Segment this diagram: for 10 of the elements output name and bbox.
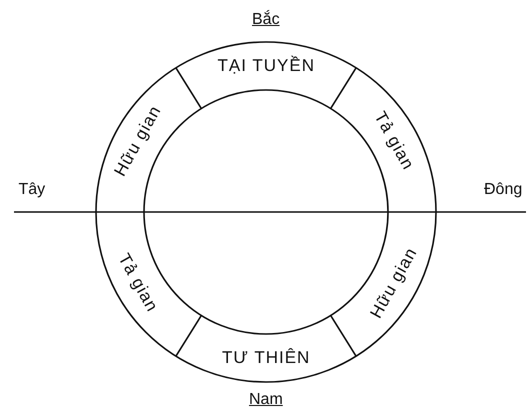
ring-segment-label: Tả gian bbox=[369, 108, 418, 174]
ring-segment-label: Hữu gian bbox=[110, 102, 166, 180]
direction-label: Tây bbox=[18, 181, 46, 199]
ring-segment-label: Tả gian bbox=[114, 250, 162, 316]
ring-segment-label: TẠI TUYỀN bbox=[218, 56, 315, 76]
direction-label: Nam bbox=[249, 391, 283, 409]
direction-label: Bắc bbox=[252, 11, 280, 29]
ring-segment-label: Hữu gian bbox=[366, 244, 422, 322]
direction-label: Đông bbox=[484, 181, 522, 199]
ring-segment-label: TƯ THIÊN bbox=[222, 348, 310, 368]
